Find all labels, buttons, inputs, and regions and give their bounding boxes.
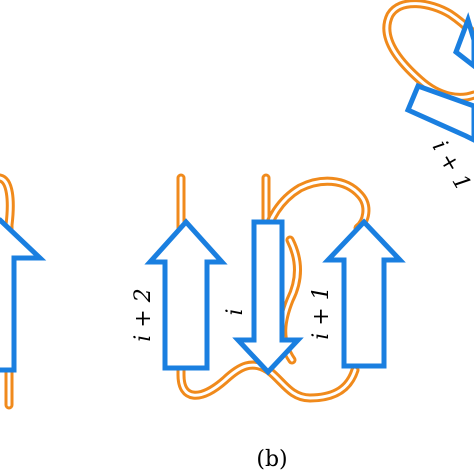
- loop-connections: [0, 0, 474, 410]
- label-i: i: [223, 308, 248, 315]
- figure-caption: (b): [256, 447, 287, 472]
- label-i-plus-2: i + 2: [131, 288, 156, 341]
- label-top-right-i-plus-1: i + 1: [427, 137, 474, 196]
- left-partial-arrow: [0, 217, 47, 373]
- label-i-plus-1: i + 1: [309, 286, 334, 339]
- strand-i-plus-2-arrow: [144, 218, 228, 371]
- left-partial-loop: [0, 173, 15, 410]
- top-right-arrowhead: [453, 12, 474, 70]
- strand-i-plus-1-arrow: [322, 218, 406, 369]
- strand-i-arrow: [232, 219, 304, 376]
- top-loop-i-i1: [261, 176, 371, 243]
- strand-arrows: [0, 12, 474, 376]
- top-right-strand-arrow: [404, 82, 474, 143]
